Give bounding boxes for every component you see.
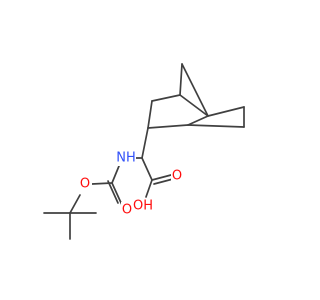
atom-background	[79, 176, 92, 192]
bond	[111, 165, 120, 184]
hydroxyl-label: OH	[133, 199, 153, 214]
bond	[141, 127, 149, 159]
atom-o-carbonyl-boc: O	[121, 202, 134, 218]
boc-carbonyl-oxygen-label: O	[122, 203, 132, 218]
bond	[69, 194, 81, 214]
bond	[179, 94, 209, 117]
bond	[153, 178, 174, 185]
atom-background	[132, 198, 154, 214]
bond	[151, 94, 181, 102]
bond	[141, 157, 153, 181]
bond-lines	[43, 63, 245, 240]
bond	[147, 100, 153, 129]
bond	[187, 115, 209, 126]
atom-nh: NH	[116, 150, 136, 166]
atom-background	[171, 168, 184, 184]
atom-background	[121, 202, 134, 218]
atom-o-ester: O	[79, 176, 92, 192]
atom-o-carbonyl-acid: O	[171, 168, 184, 184]
bond	[179, 63, 183, 96]
nh-label: NH	[116, 151, 136, 166]
atom-background	[116, 150, 136, 166]
bond	[151, 174, 172, 181]
bond	[91, 182, 113, 185]
ester-oxygen-label: O	[80, 177, 90, 192]
bond	[107, 180, 119, 204]
bond	[147, 124, 189, 129]
atom-oh: OH	[132, 198, 154, 214]
atom-labels: NH O O O OH	[79, 150, 184, 218]
chemical-structure-diagram: NH O O O OH	[43, 63, 245, 240]
bond	[111, 182, 123, 206]
bond	[181, 63, 209, 117]
bond	[187, 124, 245, 128]
acid-carbonyl-oxygen-label: O	[172, 169, 182, 184]
bond	[145, 179, 153, 198]
bond	[207, 106, 245, 117]
